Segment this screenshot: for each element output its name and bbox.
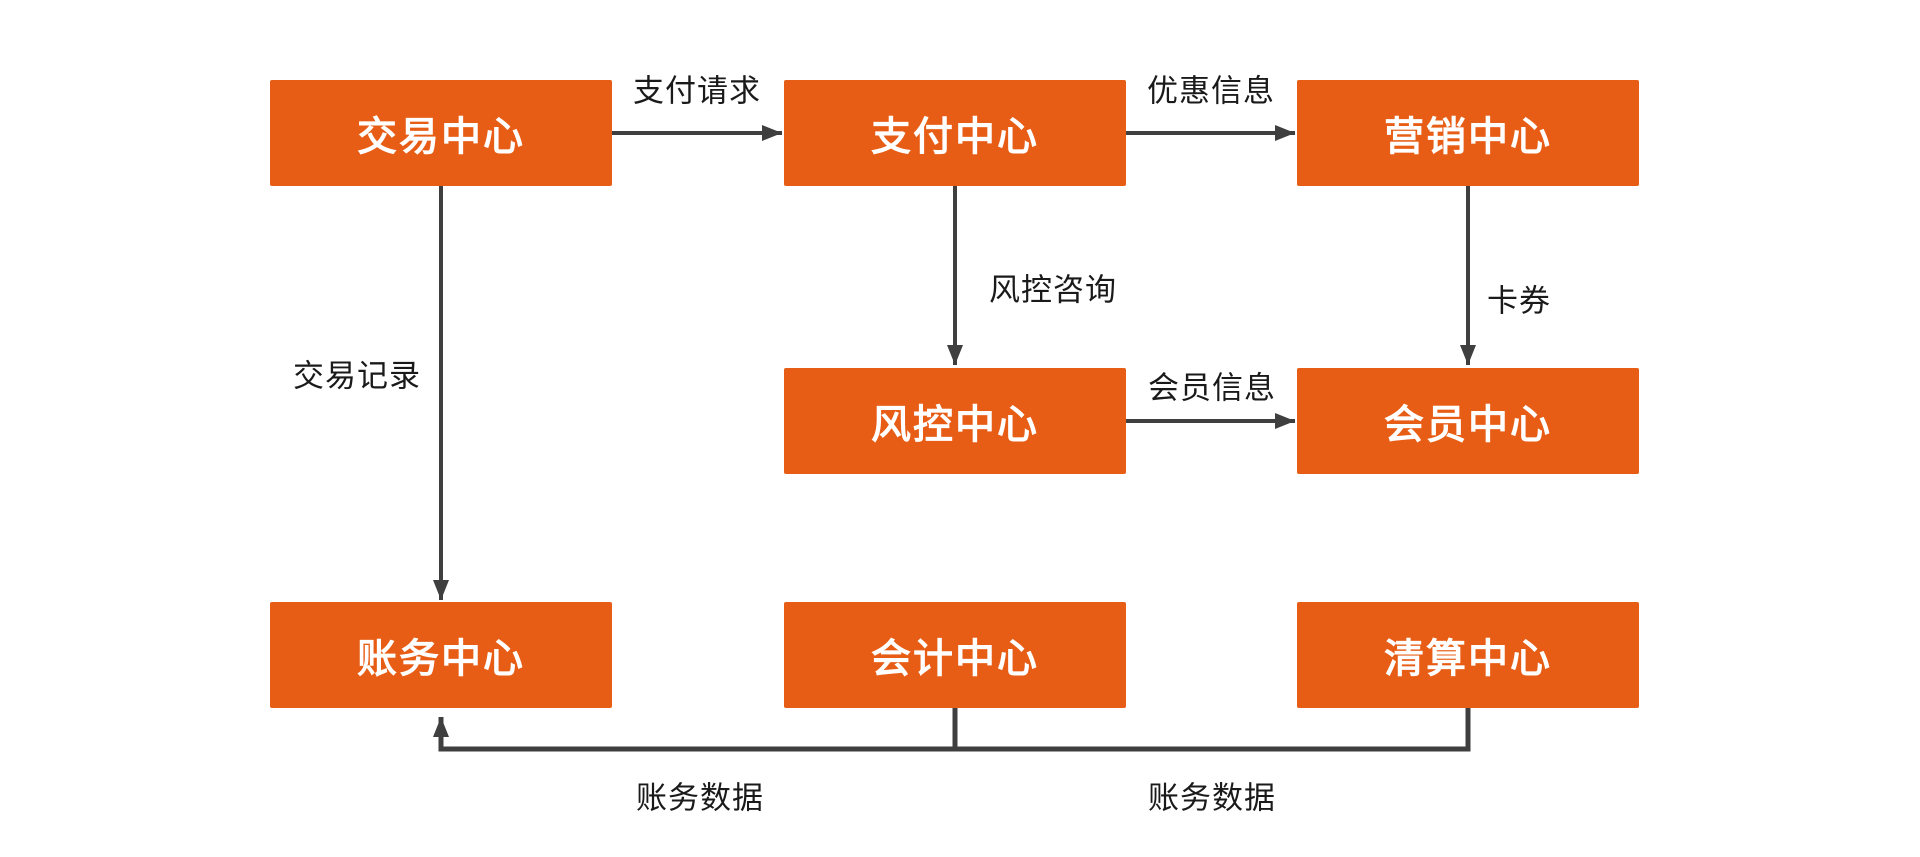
edge-label-discount-info: 优惠信息 bbox=[1147, 73, 1275, 109]
edge-label-accounting-data-left: 账务数据 bbox=[636, 780, 764, 816]
edge-label-payment-request: 支付请求 bbox=[633, 73, 761, 109]
node-member-center: 会员中心 bbox=[1297, 368, 1639, 474]
node-billing-center: 账务中心 bbox=[270, 602, 612, 708]
node-payment-center: 支付中心 bbox=[784, 80, 1126, 186]
node-clearing-center: 清算中心 bbox=[1297, 602, 1639, 708]
edge-label-member-info: 会员信息 bbox=[1148, 370, 1276, 406]
edge-label-risk-consult: 风控咨询 bbox=[989, 272, 1117, 308]
edge-label-transaction-record: 交易记录 bbox=[293, 358, 421, 394]
node-risk-control-center: 风控中心 bbox=[784, 368, 1126, 474]
node-transaction-center: 交易中心 bbox=[270, 80, 612, 186]
edge-label-card-coupon: 卡券 bbox=[1487, 283, 1551, 319]
edge-label-accounting-data-right: 账务数据 bbox=[1148, 780, 1276, 816]
node-accounting-center: 会计中心 bbox=[784, 602, 1126, 708]
node-marketing-center: 营销中心 bbox=[1297, 80, 1639, 186]
